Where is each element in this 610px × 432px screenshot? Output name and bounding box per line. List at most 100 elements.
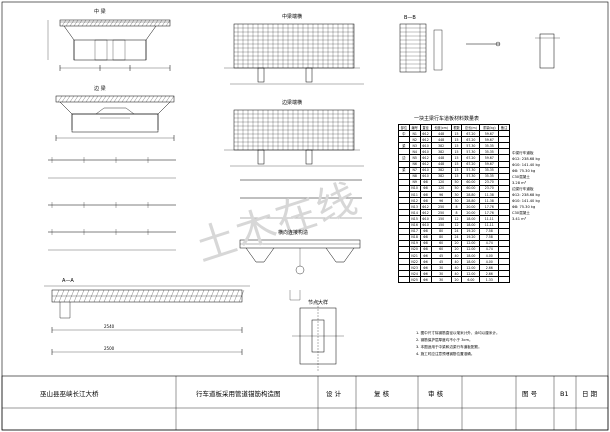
deck-hatch-line <box>117 19 123 27</box>
summary-line: 3.41 m³ <box>512 217 527 221</box>
deck-hatch-line <box>165 19 171 27</box>
deck-hatch-line <box>128 289 135 303</box>
deck-hatch-line <box>228 289 235 303</box>
note-line: 3. 本图适用于中梁和边梁行车道板配筋。 <box>416 345 482 349</box>
deck-hatch-line <box>113 289 120 303</box>
deck-hatch-line <box>149 19 155 27</box>
deck-hatch-line <box>61 19 67 27</box>
deck-hatch-line <box>93 289 100 303</box>
deck-hatch-line <box>169 95 175 103</box>
date-label: 日 期 <box>582 390 598 398</box>
deck-hatch-line <box>145 95 151 103</box>
label-detail-mid: 横向连接构造 <box>278 230 309 236</box>
dim-total: 2540 <box>104 324 115 329</box>
deck-hatch-line <box>168 289 175 303</box>
summary-line: Φ12: 238.68 kg <box>512 157 540 161</box>
deck-hatch-line <box>123 289 130 303</box>
deck-hatch-line <box>77 95 83 103</box>
deck-hatch-line <box>105 19 111 27</box>
label-elevation-side: 边 梁 <box>94 86 106 92</box>
label-detail-small: 节点大样 <box>308 300 329 306</box>
deck-hatch-line <box>89 19 95 27</box>
deck-hatch-line <box>148 289 155 303</box>
deck-hatch-line <box>105 95 111 103</box>
deck-hatch-line <box>97 95 103 103</box>
deck-hatch-line <box>153 95 159 103</box>
deck-hatch-line <box>113 95 119 103</box>
note-line: 4. 施工时应注意预埋钢筋位置准确。 <box>416 352 475 356</box>
deck-hatch-line <box>173 289 180 303</box>
deck-hatch-line <box>85 95 91 103</box>
review-label: 审 核 <box>428 390 444 398</box>
deck-hatch-line <box>97 19 103 27</box>
summary-line: Φ10: 141.40 kg <box>512 163 540 167</box>
deck-hatch-line <box>121 95 127 103</box>
summary-line: Φ12: 238.68 kg <box>512 193 540 197</box>
deck-hatch-line <box>83 289 90 303</box>
summary-line: 中梁行车道板 <box>512 151 534 155</box>
deck-hatch-line <box>69 19 75 27</box>
deck-hatch-line <box>58 289 65 303</box>
note-line: 1. 图中尺寸除钢筋直径以毫米计外，余均以厘米计。 <box>416 331 500 335</box>
design-label: 设 计 <box>326 390 342 398</box>
deck-hatch-line <box>208 289 215 303</box>
deck-hatch-line <box>223 289 230 303</box>
deck-hatch-line <box>81 95 87 103</box>
deck-hatch-line <box>188 289 195 303</box>
deck-hatch-line <box>158 289 165 303</box>
deck-hatch-line <box>109 95 115 103</box>
drawing-title: 行车道板采用管道锚筋构造图 <box>196 390 281 398</box>
summary-line: 3.28 m³ <box>512 181 527 185</box>
deck-hatch-line <box>143 289 150 303</box>
deck-hatch-line <box>213 289 220 303</box>
label-section-bb: B—B <box>404 15 416 21</box>
deck-hatch-line <box>63 289 70 303</box>
deck-hatch-line <box>53 289 60 303</box>
deck-hatch-line <box>178 289 185 303</box>
deck-hatch-line <box>198 289 205 303</box>
deck-hatch-line <box>85 19 91 27</box>
deck-hatch-line <box>78 289 85 303</box>
table-cell <box>398 276 410 284</box>
deck-hatch-line <box>153 289 160 303</box>
deck-hatch-line <box>89 95 95 103</box>
table-cell <box>498 276 510 284</box>
deck-hatch-line <box>193 289 200 303</box>
label-section-aa: A—A <box>62 278 74 284</box>
deck-hatch-line <box>125 19 131 27</box>
deck-hatch-line <box>238 289 245 303</box>
summary-line: C30混凝土 <box>512 175 530 179</box>
note-line: 2. 钢筋保护层厚度均不小于 3cm。 <box>416 338 473 342</box>
table-caption: 一块主梁行车道板材料数量表 <box>414 116 480 122</box>
summary-line: C30混凝土 <box>512 211 530 215</box>
deck-hatch-line <box>113 19 119 27</box>
check-label: 复 核 <box>374 390 390 398</box>
deck-hatch-line <box>165 95 171 103</box>
deck-hatch-line <box>68 289 75 303</box>
deck-hatch-line <box>77 19 83 27</box>
table-cell: 30 <box>430 276 452 284</box>
deck-hatch-line <box>129 95 135 103</box>
deck-hatch-line <box>108 289 115 303</box>
drawing-notes: 1. 图中尺寸除钢筋直径以毫米计外，余均以厘米计。 2. 钢筋保护层厚度均不小于 … <box>416 330 500 358</box>
deck-hatch-line <box>125 95 131 103</box>
deck-hatch-line <box>98 289 105 303</box>
deck-hatch-line <box>141 95 147 103</box>
deck-hatch-line <box>93 95 99 103</box>
deck-hatch-line <box>203 289 210 303</box>
deck-hatch-line <box>118 289 125 303</box>
deck-hatch-line <box>101 19 107 27</box>
deck-hatch-line <box>133 95 139 103</box>
deck-hatch-line <box>137 19 143 27</box>
